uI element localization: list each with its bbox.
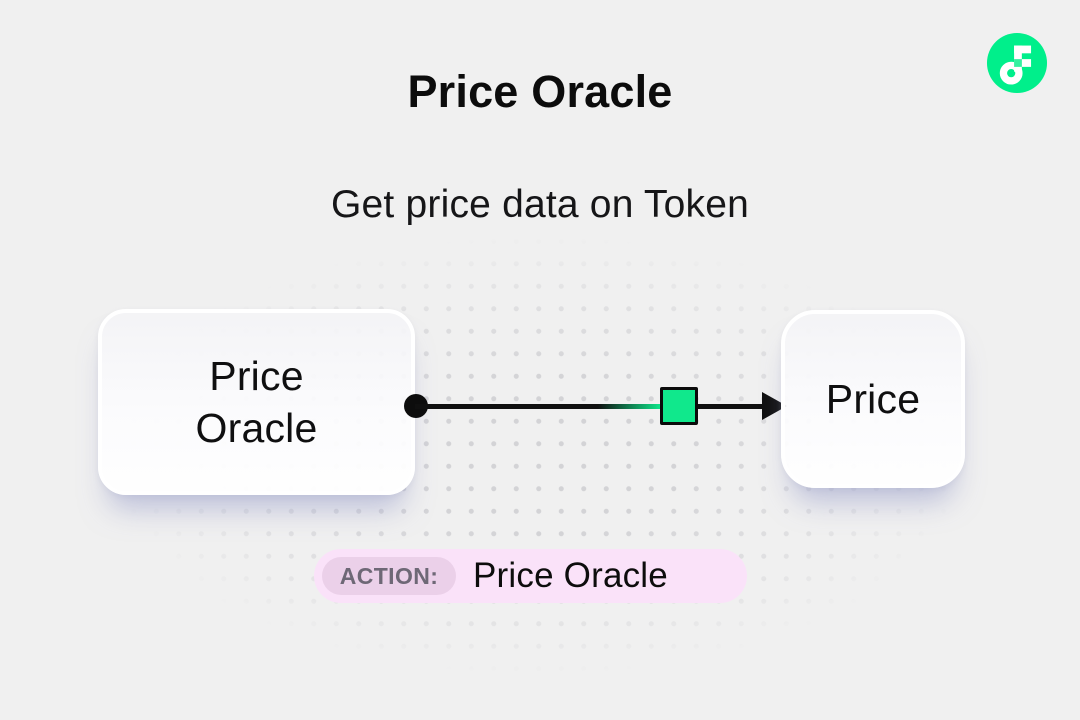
action-badge-value: Price Oracle <box>473 556 668 595</box>
flow-logo-icon <box>986 32 1048 94</box>
connector-line-green-accent <box>598 404 660 409</box>
page-subtitle: Get price data on Token <box>331 183 749 226</box>
node-price-oracle[interactable]: Price Oracle <box>98 309 415 495</box>
node-price-oracle-label: Price Oracle <box>196 350 318 455</box>
flow-logo-svg <box>986 32 1048 94</box>
node-price-label: Price <box>825 375 921 422</box>
action-badge: ACTION: Price Oracle <box>314 549 747 603</box>
node-price[interactable]: Price <box>781 310 965 488</box>
page-title: Price Oracle <box>407 66 673 117</box>
connector-action-handle <box>660 387 698 425</box>
node-label-line-1: Price <box>209 352 304 399</box>
node-label-line-2: Oracle <box>195 405 318 451</box>
connector-line <box>415 404 767 409</box>
action-badge-label-pill: ACTION: <box>322 557 456 595</box>
